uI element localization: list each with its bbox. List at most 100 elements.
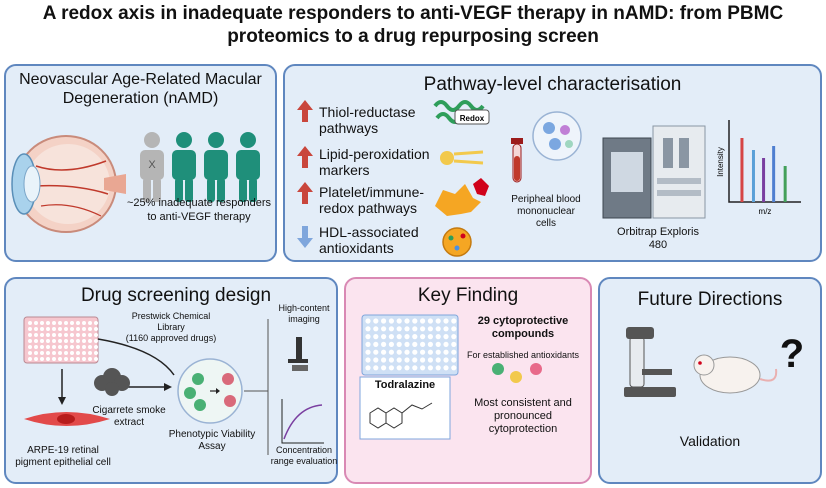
person-icon-teal-2 (204, 132, 228, 202)
well (435, 334, 441, 340)
well (52, 321, 56, 325)
pathway-item-4: HDL-associated antioxidants (319, 224, 419, 256)
well (82, 327, 86, 331)
well (451, 349, 457, 355)
well (70, 321, 74, 325)
well (365, 334, 371, 340)
well (94, 333, 98, 337)
well (365, 365, 371, 371)
well (34, 327, 38, 331)
well (76, 351, 80, 355)
well (388, 334, 394, 340)
well (88, 357, 92, 361)
title-line-2: proteomics to a drug repurposing screen (227, 26, 599, 47)
imaging-caption-line-2: imaging (288, 314, 320, 324)
well (420, 357, 426, 363)
instrument-caption-line-1: Orbitrap Exploris (617, 226, 699, 238)
figure-title: A redox axis in inadequate responders to… (0, 2, 826, 48)
well (82, 339, 86, 343)
well (373, 326, 379, 332)
well (404, 349, 410, 355)
well (52, 339, 56, 343)
epithelial-cell-icon (24, 412, 110, 426)
namd-title-line-2: Degeneration (nAMD) (62, 90, 219, 107)
well (28, 339, 32, 343)
well (396, 365, 402, 371)
well (34, 357, 38, 361)
well (40, 333, 44, 337)
well (420, 326, 426, 332)
key-note-line-3: cytoprotection (488, 423, 558, 435)
hdl-particle-icon (442, 227, 472, 257)
panel-pathway: Pathway-level characterisation Redox (283, 64, 822, 262)
rat-icon (693, 354, 778, 394)
well (34, 339, 38, 343)
pathway-illustration: Redox (297, 100, 801, 257)
well (64, 351, 68, 355)
well (76, 327, 80, 331)
well (82, 333, 86, 337)
library-caption-line-1: Prestwick Chemical (131, 311, 211, 321)
well (427, 318, 433, 324)
well (435, 341, 441, 347)
well (64, 333, 68, 337)
compounds-caption-line-2: compounds (491, 328, 555, 340)
library-caption-line-2: Library (157, 322, 185, 332)
redox-label: Redox (460, 114, 485, 123)
well (404, 318, 410, 324)
pathway-title: Pathway-level characterisation (423, 74, 682, 95)
namd-caption: ~25% inadequate responders to anti-VEGF … (124, 196, 274, 224)
well (412, 334, 418, 340)
well (388, 357, 394, 363)
well (365, 357, 371, 363)
well (373, 365, 379, 371)
pathway-item-4-line-1: HDL-associated (319, 224, 419, 240)
well (420, 365, 426, 371)
person-icon-teal-3 (236, 132, 260, 202)
namd-caption-line-2: to anti-VEGF therapy (147, 211, 251, 223)
well (381, 349, 387, 355)
well (443, 341, 449, 347)
well (52, 327, 56, 331)
smoke-icon (94, 368, 130, 396)
panel-future-directions: Future Directions ? Validation (598, 277, 822, 484)
question-mark-icon: ? (779, 332, 805, 376)
well (404, 341, 410, 347)
well (412, 341, 418, 347)
well (52, 357, 56, 361)
eye-icon (11, 135, 126, 233)
title-line-1: A redox axis in inadequate responders to… (42, 3, 784, 24)
namd-title: Neovascular Age-Related Macular Degenera… (6, 70, 275, 108)
future-title: Future Directions (637, 289, 783, 310)
well (70, 327, 74, 331)
well (388, 349, 394, 355)
pathway-item-4-line-2: antioxidants (319, 240, 394, 256)
well (435, 326, 441, 332)
well (373, 349, 379, 355)
well (404, 334, 410, 340)
arrow-up-icon-2 (297, 146, 313, 168)
well (28, 327, 32, 331)
well (28, 345, 32, 349)
key-illustration (359, 314, 542, 440)
well (396, 341, 402, 347)
well (28, 333, 32, 337)
library-caption: Prestwick Chemical Library (1160 approve… (116, 311, 226, 344)
arrow-up-icon-1 (297, 100, 313, 122)
conc-caption-line-1: Concentration (275, 445, 333, 455)
well (70, 357, 74, 361)
well (94, 351, 98, 355)
drug-title: Drug screening design (80, 285, 272, 306)
well (70, 351, 74, 355)
well (64, 327, 68, 331)
namd-title-line-1: Neovascular Age-Related Macular (19, 71, 262, 88)
arrow-up-icon-3 (297, 182, 313, 204)
arrow-plate-to-assay (97, 338, 175, 376)
well (58, 339, 62, 343)
well (443, 349, 449, 355)
concentration-curve (281, 399, 324, 444)
ms-xlabel: m/z (759, 207, 772, 216)
well (435, 318, 441, 324)
well (64, 339, 68, 343)
well (373, 334, 379, 340)
